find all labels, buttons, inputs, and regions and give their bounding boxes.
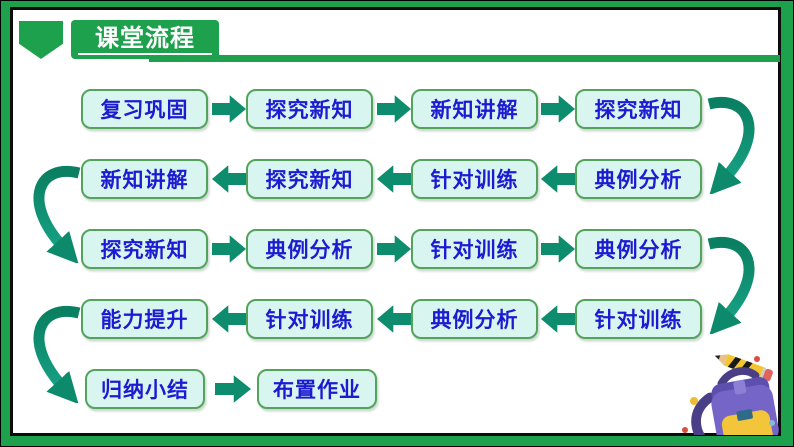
flow-box: 典例分析: [575, 159, 702, 199]
flow-box: 探究新知: [81, 229, 208, 269]
flow-box: 探究新知: [575, 89, 702, 129]
flow-box: 针对训练: [411, 229, 538, 269]
backpack-icon: [691, 367, 779, 435]
backpack-strap: [691, 392, 715, 435]
flow-box: 归纳小结: [85, 369, 205, 409]
flow-box: 布置作业: [257, 369, 377, 409]
backpack-clasp: [736, 409, 753, 421]
title-underline-bar: [149, 55, 780, 62]
flow-box: 能力提升: [81, 299, 208, 339]
slide-content-frame: [10, 7, 781, 436]
backpack-pocket: [721, 410, 773, 435]
page-title-box: 课堂流程: [71, 20, 219, 59]
flow-box: 典例分析: [575, 229, 702, 269]
flow-box: 探究新知: [246, 89, 373, 129]
flow-box: 针对训练: [246, 299, 373, 339]
flow-box: 探究新知: [246, 159, 373, 199]
backpack-handle: [717, 367, 760, 388]
confetti-dot: [682, 427, 688, 433]
confetti-dot: [754, 356, 760, 362]
flow-box: 典例分析: [246, 229, 373, 269]
curve-connector-icon: [33, 306, 81, 403]
title-underline: [78, 53, 212, 55]
flow-box: 新知讲解: [81, 159, 208, 199]
page-title: 课堂流程: [95, 23, 195, 52]
flow-box: 复习巩固: [81, 89, 208, 129]
confetti-dot: [769, 420, 775, 426]
flow-box: 针对训练: [411, 159, 538, 199]
flow-box: 新知讲解: [411, 89, 538, 129]
flow-box: 典例分析: [411, 299, 538, 339]
flow-box: 针对训练: [575, 299, 702, 339]
confetti-dot: [690, 397, 698, 405]
curve-connector-icon: [33, 166, 81, 263]
curve-connector-icon: [707, 97, 755, 194]
curve-connector-icon: [707, 237, 755, 334]
